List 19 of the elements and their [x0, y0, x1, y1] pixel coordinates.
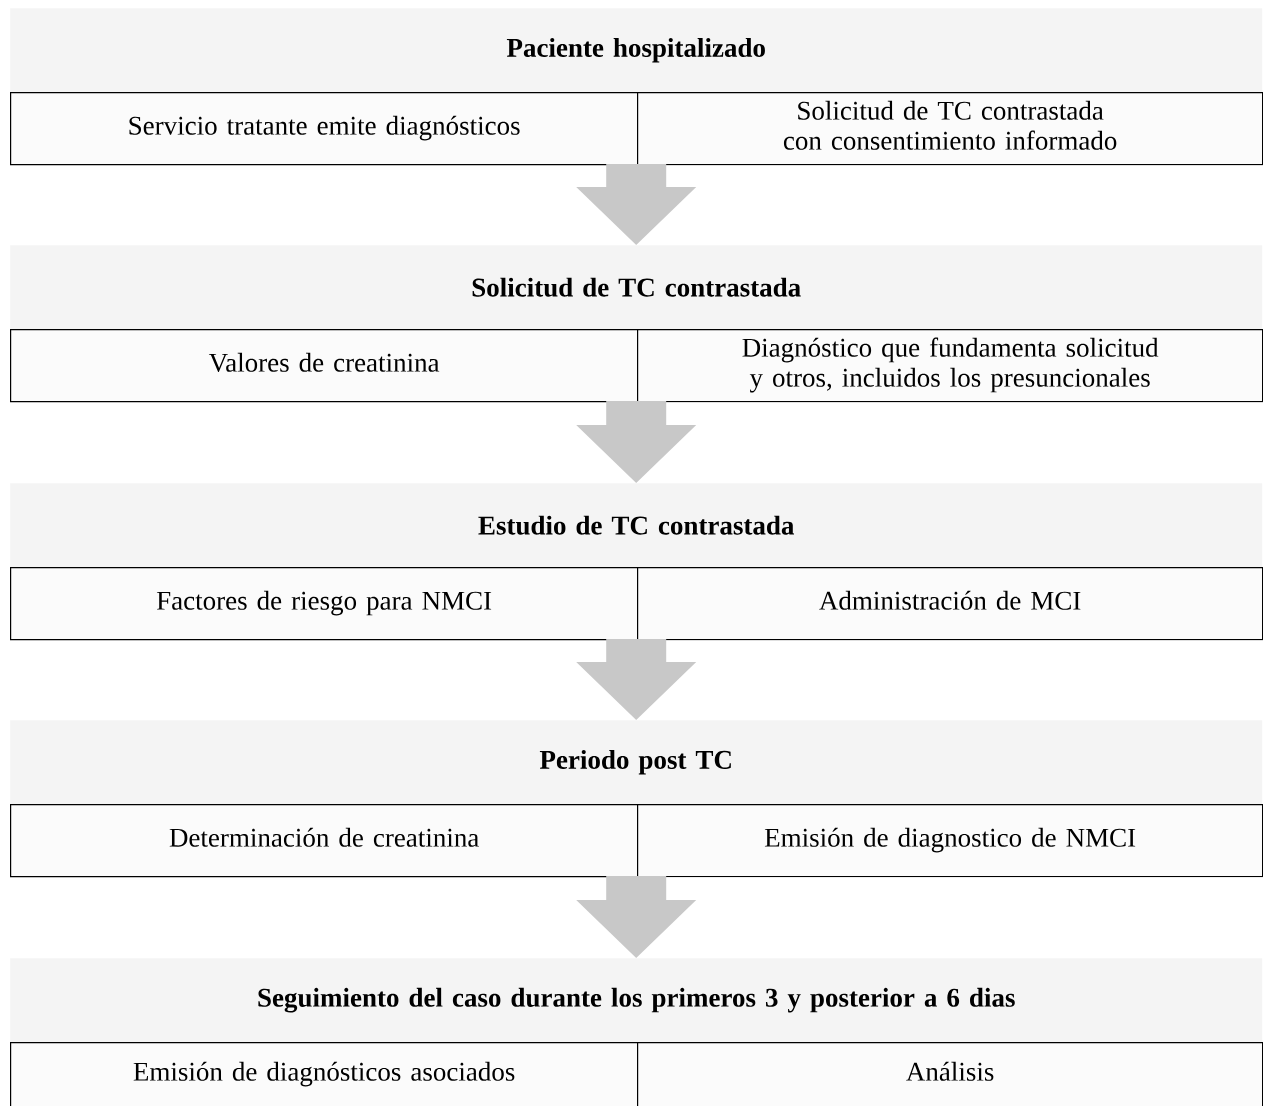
heading-band: Solicitud de TC contrastada: [10, 245, 1263, 330]
text-cell: Diagnóstico que fundamenta solicitud y otros, incluidos los presuncionales: [637, 329, 1263, 403]
heading-band: Estudio de TC contrastada: [10, 483, 1263, 568]
text-cell: Factores de riesgo para NMCI: [10, 567, 639, 641]
text-cell: Determinación de creatinina: [10, 804, 639, 878]
text-cell: Valores de creatinina: [10, 329, 639, 403]
heading-band: Seguimiento del caso durante los primeros 3 y posterior a 6 dias: [10, 958, 1263, 1043]
text-cell: Emisión de diagnósticos asociados: [10, 1042, 639, 1106]
heading-band: Periodo post TC: [10, 720, 1263, 805]
heading-band: Paciente hospitalizado: [10, 8, 1263, 93]
text-cell: Emisión de diagnostico de NMCI: [637, 804, 1263, 878]
text-cell: Administración de MCI: [637, 567, 1263, 641]
text-cell: Servicio tratante emite diagnósticos: [10, 92, 639, 166]
block-arrow: [576, 401, 697, 483]
block-arrow: [576, 164, 697, 245]
text-cell: Solicitud de TC contrastada con consentimiento informado: [637, 92, 1263, 166]
block-arrow: [576, 639, 697, 720]
text-cell: Análisis: [637, 1042, 1263, 1106]
block-arrow: [576, 876, 697, 958]
